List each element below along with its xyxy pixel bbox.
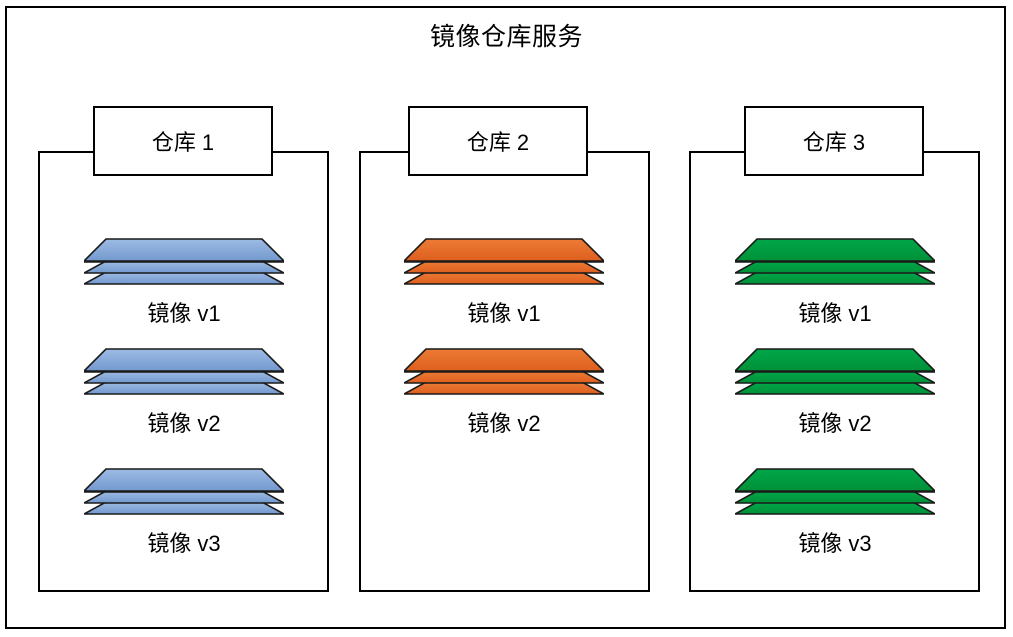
- image-caption: 镜像 v3: [798, 531, 872, 556]
- layer-stack: [735, 238, 935, 290]
- service-title: 镜像仓库服务: [429, 23, 583, 51]
- image-stack-repo1-v3: 镜像 v3: [84, 468, 284, 558]
- image-caption: 镜像 v1: [798, 301, 872, 326]
- layer-stack: [84, 238, 284, 290]
- image-caption: 镜像 v2: [147, 411, 221, 436]
- layer-stack: [404, 348, 604, 400]
- image-layer: [735, 348, 935, 372]
- image-caption: 镜像 v1: [147, 301, 221, 326]
- image-caption: 镜像 v1: [467, 301, 541, 326]
- image-stack-repo1-v2: 镜像 v2: [84, 348, 284, 438]
- image-stack-repo2-v2: 镜像 v2: [404, 348, 604, 438]
- layer-stack: [735, 468, 935, 520]
- image-layer: [735, 238, 935, 262]
- image-caption: 镜像 v2: [467, 411, 541, 436]
- image-layer: [404, 238, 604, 262]
- layer-shape: [404, 238, 604, 262]
- layer-shape: [404, 348, 604, 372]
- repository-label-2: 仓库 2: [408, 106, 588, 176]
- image-caption: 镜像 v3: [147, 531, 221, 556]
- repository-label-text-1: 仓库 1: [151, 130, 215, 155]
- image-stack-repo3-v3: 镜像 v3: [735, 468, 935, 558]
- image-stack-repo1-v1: 镜像 v1: [84, 238, 284, 328]
- repository-label-1: 仓库 1: [93, 106, 273, 176]
- repository-label-text-3: 仓库 3: [802, 130, 866, 155]
- layer-shape: [735, 348, 935, 372]
- image-stack-repo3-v1: 镜像 v1: [735, 238, 935, 328]
- layer-stack: [404, 238, 604, 290]
- layer-stack: [84, 468, 284, 520]
- image-caption: 镜像 v2: [798, 411, 872, 436]
- layer-stack: [735, 348, 935, 400]
- image-layer: [404, 348, 604, 372]
- layer-stack: [84, 348, 284, 400]
- layer-shape: [84, 468, 284, 492]
- layer-shape: [84, 348, 284, 372]
- image-layer: [84, 348, 284, 372]
- repository-label-text-2: 仓库 2: [466, 130, 530, 155]
- layer-shape: [735, 238, 935, 262]
- image-layer: [84, 468, 284, 492]
- image-stack-repo2-v1: 镜像 v1: [404, 238, 604, 328]
- layer-shape: [84, 238, 284, 262]
- layer-shape: [735, 468, 935, 492]
- image-layer: [84, 238, 284, 262]
- image-layer: [735, 468, 935, 492]
- image-stack-repo3-v2: 镜像 v2: [735, 348, 935, 438]
- repository-label-3: 仓库 3: [744, 106, 924, 176]
